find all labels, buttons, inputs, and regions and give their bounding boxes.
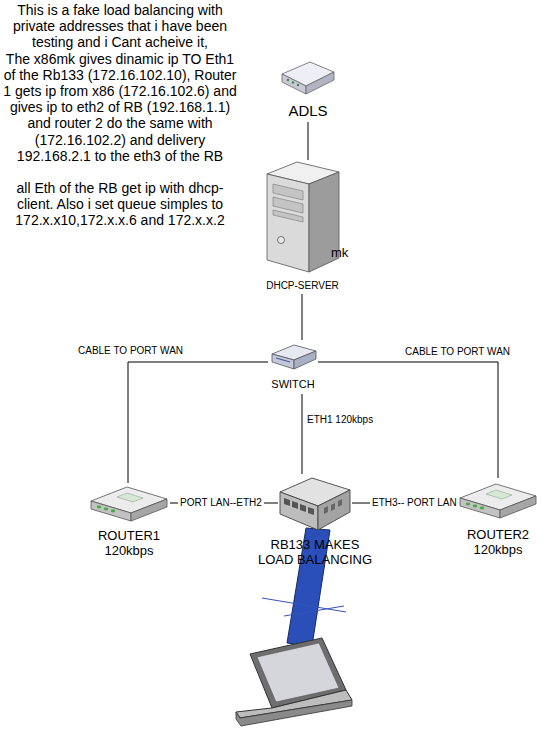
- router-panel: [117, 493, 143, 502]
- connection-label: CABLE TO PORT WAN: [405, 346, 510, 358]
- eth-port: [331, 503, 335, 511]
- rb-icon: [278, 474, 352, 534]
- router-node: ROUTER2 120kbps: [456, 478, 540, 562]
- sw-icon: [268, 342, 318, 374]
- routerboard-node: RB133 MAKES LOAD BALANCING: [278, 474, 352, 564]
- switch-side: [294, 351, 316, 369]
- router-led: [480, 507, 484, 510]
- router-led: [104, 508, 108, 511]
- drive-bay: [273, 197, 303, 213]
- power-button: [278, 237, 285, 244]
- node-label: ROUTER2 120kbps: [456, 528, 540, 558]
- note-block: This is a fake load balancing with priva…: [0, 2, 240, 229]
- laptop-base-edge: [236, 700, 352, 726]
- connection-label: CABLE TO PORT WAN: [78, 345, 183, 357]
- router-node: ROUTER1 120kbps: [88, 483, 170, 563]
- node-label: ADLS: [280, 102, 336, 119]
- board-side: [318, 490, 350, 530]
- node-label: SWITCH: [258, 378, 328, 391]
- switch-node: SWITCH: [268, 340, 318, 394]
- router-led: [473, 505, 477, 508]
- cable-mark: [262, 598, 346, 612]
- cable-line: [302, 394, 303, 474]
- cable-mark: [284, 606, 344, 616]
- modem-led: [297, 84, 299, 86]
- node-label: ROUTER1 120kbps: [88, 529, 170, 559]
- note-text: The x86mk gives dinamic ip TO Eth1 of th…: [0, 51, 240, 164]
- router-side: [500, 496, 536, 518]
- eth-port: [308, 507, 314, 515]
- node-label: RB133 MAKES LOAD BALANCING: [253, 538, 378, 568]
- eth-port: [300, 504, 306, 512]
- note-text: This is a fake load balancing with priva…: [0, 2, 240, 51]
- router-side: [131, 499, 167, 521]
- modem-node: ADLS: [280, 58, 336, 122]
- modem-icon: [280, 58, 336, 100]
- drive-bay: [273, 184, 303, 200]
- note-text: all Eth of the RB get ip with dhcp-clien…: [0, 180, 240, 229]
- switch-ports: [276, 358, 290, 362]
- eth-port: [284, 498, 290, 506]
- tower-front: [267, 174, 309, 272]
- modem-led: [287, 79, 289, 81]
- server-node: mkDHCP-SERVER: [255, 160, 350, 294]
- drive-bay: [273, 210, 303, 222]
- laptop-screen: [257, 643, 339, 702]
- modem-side: [306, 72, 334, 94]
- modem-led: [292, 81, 294, 83]
- cable-line: [308, 122, 309, 160]
- modem-front: [282, 74, 306, 94]
- connection-label: PORT LAN--ETH2: [178, 497, 264, 509]
- switch-front: [272, 354, 294, 369]
- node-caption: DHCP-SERVER: [245, 280, 360, 292]
- node-label: mk: [331, 246, 355, 261]
- eth-port: [324, 506, 328, 514]
- connection-label: ETH1 120kbps: [307, 414, 373, 426]
- router-front: [460, 498, 500, 518]
- connection-label: ETH3-- PORT LAN: [370, 497, 459, 509]
- router-led: [466, 503, 470, 506]
- cable-line: [128, 362, 268, 483]
- cable-line: [302, 294, 303, 340]
- router-icon: [456, 480, 540, 522]
- eth-port: [292, 501, 298, 509]
- router-led: [111, 510, 115, 513]
- router-front: [91, 501, 131, 521]
- eth-port: [338, 499, 342, 507]
- board-front: [280, 492, 318, 530]
- router-led: [97, 506, 101, 509]
- router-panel: [486, 490, 512, 499]
- router-icon: [87, 483, 171, 525]
